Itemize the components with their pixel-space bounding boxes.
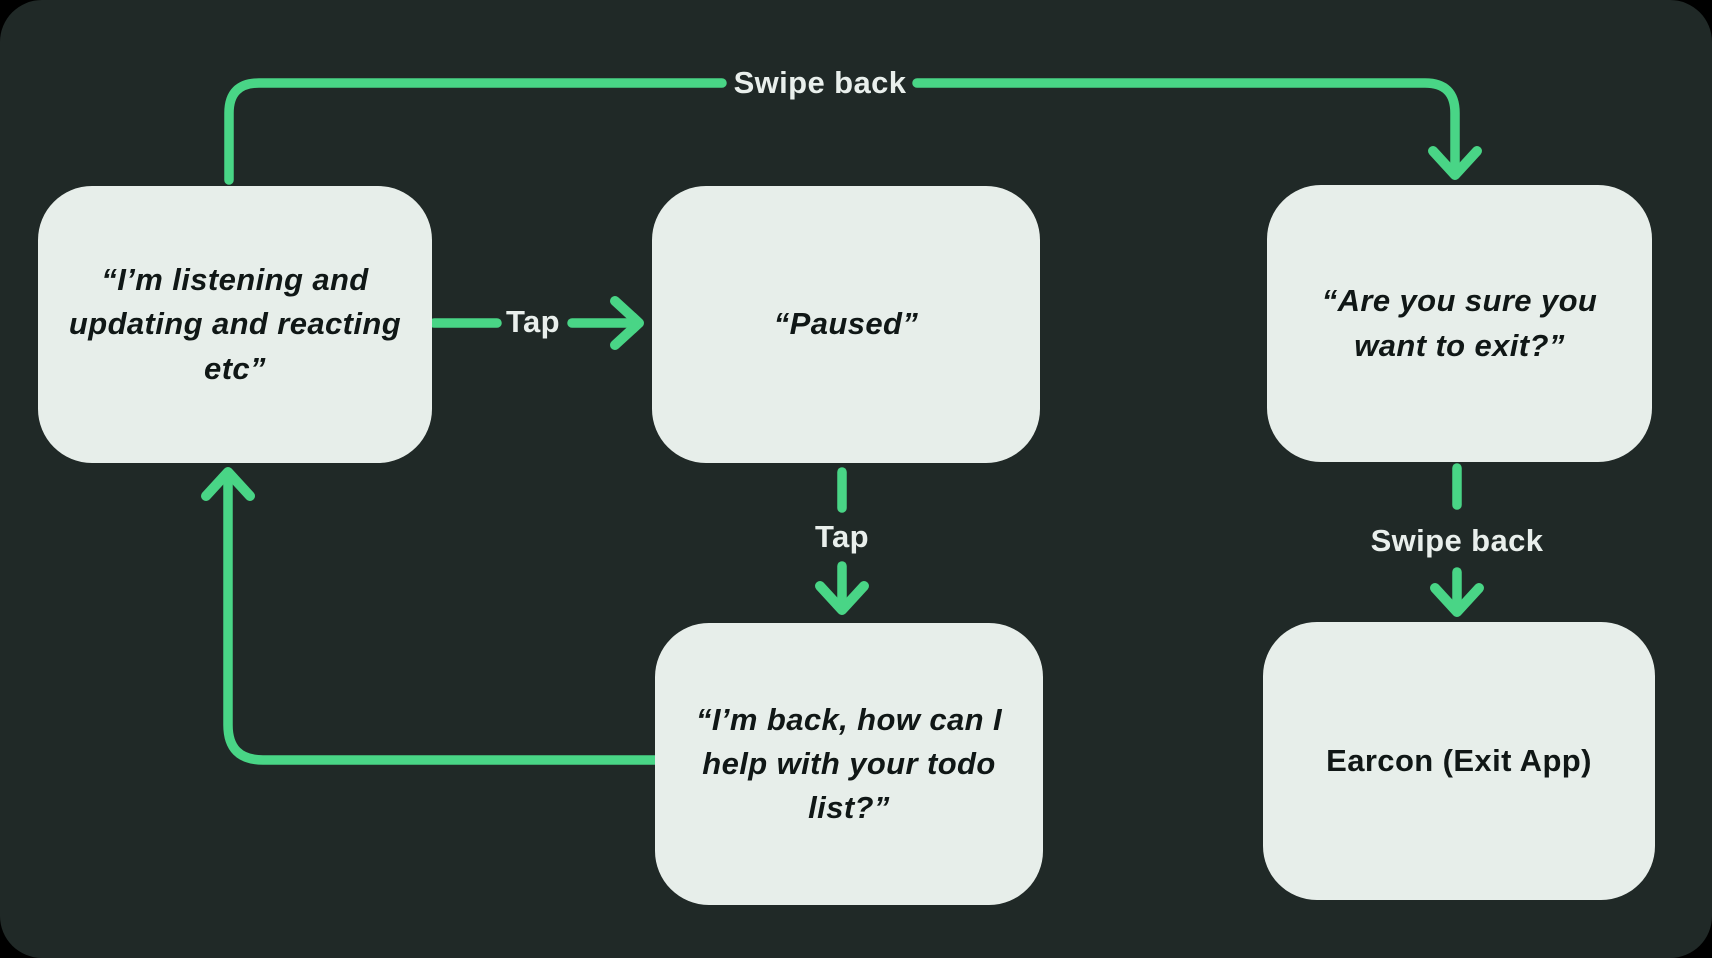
node-paused-label: “Paused” <box>773 306 919 342</box>
node-im-back: “I’m back, how can I help with your todo… <box>655 623 1043 905</box>
node-listening-label: “I’m listening and updating and reacting… <box>68 262 402 386</box>
node-earcon: Earcon (Exit App) <box>1263 622 1655 900</box>
arrowhead-right-into-paused <box>610 296 644 350</box>
arrowhead-down-into-earcon <box>1430 583 1484 617</box>
arrowhead-up-into-listening <box>201 467 255 501</box>
edge-loop-back <box>223 473 660 765</box>
edge-label-swipe-back-right: Swipe back <box>1370 523 1544 558</box>
edge-label-tap-vertical: Tap <box>814 519 870 554</box>
node-confirm-exit: “Are you sure you want to exit?” <box>1267 185 1652 462</box>
edge-swipe-back-top-right <box>912 78 1460 175</box>
edge-label-swipe-back-top: Swipe back <box>733 65 907 100</box>
node-im-back-label: “I’m back, how can I help with your todo… <box>695 701 1003 825</box>
node-confirm-exit-label: “Are you sure you want to exit?” <box>1321 283 1598 363</box>
arrowhead-down-into-im-back <box>815 581 869 615</box>
edge-swipe-back-top-left <box>224 78 727 185</box>
arrowhead-down-into-confirm-exit <box>1428 146 1482 180</box>
edge-label-tap-horizontal: Tap <box>505 304 561 339</box>
node-listening: “I’m listening and updating and reacting… <box>38 186 432 463</box>
node-paused: “Paused” <box>652 186 1040 463</box>
node-earcon-label: Earcon (Exit App) <box>1326 742 1592 778</box>
